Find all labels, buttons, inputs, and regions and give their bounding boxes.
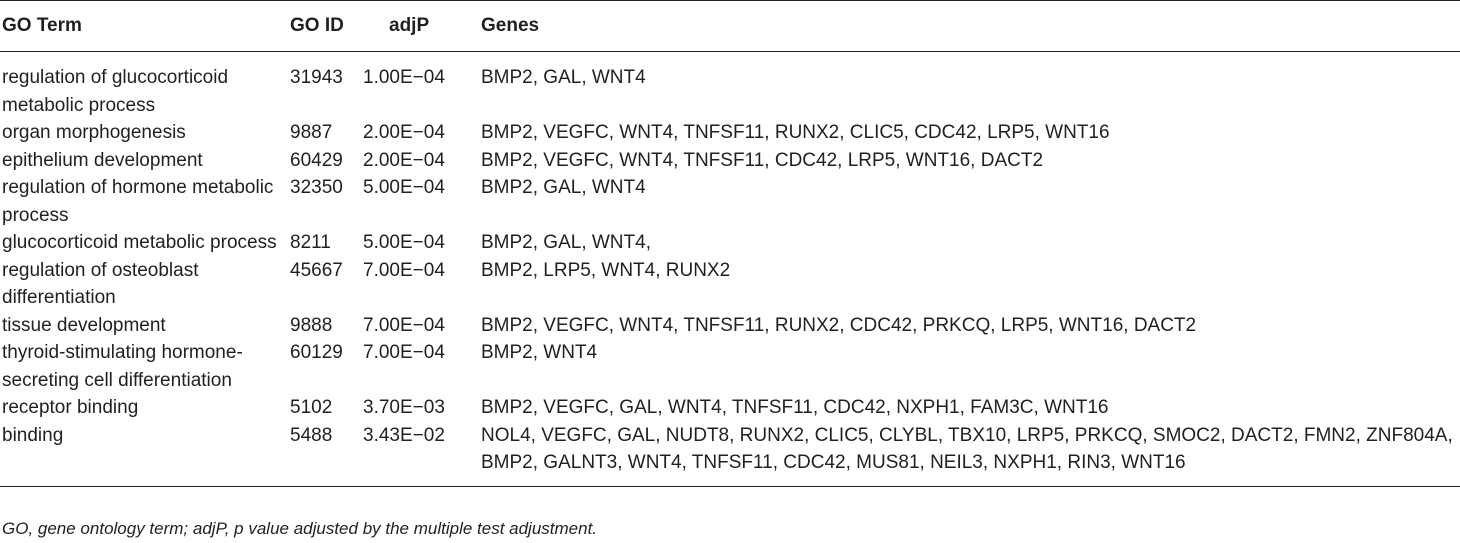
cell-genes: BMP2, LRP5, WNT4, RUNX2 (481, 259, 731, 281)
cell-go-id: 5488 (290, 424, 333, 446)
table-row: glucocorticoid metabolic process 8211 5.… (0, 229, 1460, 257)
table-row: thyroid-stimulating hormone-secreting ce… (0, 339, 1460, 394)
cell-genes: BMP2, VEGFC, WNT4, TNFSF11, RUNX2, CLIC5… (481, 122, 1110, 143)
cell-go-id: 60429 (290, 149, 343, 171)
cell-adjp: 7.00E−04 (363, 314, 445, 336)
table-row: tissue development 9888 7.00E−04 BMP2, V… (0, 312, 1460, 340)
cell-adjp: 5.00E−04 (363, 177, 445, 198)
table-row: epithelium development 60429 2.00E−04 BM… (0, 147, 1460, 175)
cell-go-term: binding (2, 424, 64, 446)
cell-adjp: 3.43E−02 (363, 424, 445, 446)
cell-genes: BMP2, VEGFC, WNT4, TNFSF11, RUNX2, CDC42… (481, 314, 1197, 336)
cell-adjp: 2.00E−04 (363, 149, 445, 171)
cell-go-term: receptor binding (2, 397, 139, 418)
cell-genes: BMP2, WNT4 (481, 342, 598, 363)
cell-adjp: 7.00E−04 (363, 259, 445, 281)
table-row: binding 5488 3.43E−02 NOL4, VEGFC, GAL, … (0, 422, 1460, 486)
cell-go-term: organ morphogenesis (2, 122, 186, 143)
go-enrichment-table-container: GO Term GO ID adjP Genes regulation of g… (0, 0, 1460, 486)
cell-go-id: 32350 (290, 177, 343, 198)
cell-go-term: regulation of glucocorticoid metabolic p… (2, 67, 229, 116)
cell-go-term: regulation of hormone metabolic process (2, 177, 274, 226)
header-genes: Genes (481, 0, 1460, 52)
cell-go-term: regulation of osteoblast differentiation (2, 259, 199, 309)
cell-go-term: thyroid-stimulating hormone-secreting ce… (2, 342, 243, 391)
cell-go-id: 5102 (290, 397, 333, 418)
table-header-row: GO Term GO ID adjP Genes (0, 0, 1460, 52)
cell-go-id: 9888 (290, 314, 333, 336)
cell-go-id: 45667 (290, 259, 343, 281)
cell-adjp: 1.00E−04 (363, 67, 445, 88)
cell-go-id: 8211 (290, 232, 331, 253)
cell-adjp: 3.70E−03 (363, 397, 445, 418)
table-row: receptor binding 5102 3.70E−03 BMP2, VEG… (0, 394, 1460, 422)
cell-genes: BMP2, GAL, WNT4 (481, 177, 646, 198)
go-enrichment-table: GO Term GO ID adjP Genes regulation of g… (0, 0, 1460, 486)
cell-go-term: epithelium development (2, 149, 203, 171)
cell-go-id: 31943 (290, 67, 343, 88)
cell-adjp: 5.00E−04 (363, 232, 445, 253)
cell-genes: BMP2, GAL, WNT4 (481, 67, 646, 88)
table-row: regulation of osteoblast differentiation… (0, 257, 1460, 312)
table-footnote: GO, gene ontology term; adjP, p value ad… (2, 519, 598, 538)
cell-adjp: 7.00E−04 (363, 342, 445, 363)
cell-genes: NOL4, VEGFC, GAL, NUDT8, RUNX2, CLIC5, C… (481, 424, 1453, 474)
cell-go-id: 60129 (290, 342, 343, 363)
cell-go-term: tissue development (2, 314, 166, 336)
header-go-id: GO ID (277, 0, 363, 52)
table-row: regulation of glucocorticoid metabolic p… (0, 52, 1460, 120)
header-go-term: GO Term (0, 0, 277, 52)
table-row: organ morphogenesis 9887 2.00E−04 BMP2, … (0, 119, 1460, 147)
cell-genes: BMP2, VEGFC, WNT4, TNFSF11, CDC42, LRP5,… (481, 149, 1044, 171)
table-row: regulation of hormone metabolic process … (0, 174, 1460, 229)
cell-go-id: 9887 (290, 122, 333, 143)
cell-genes: BMP2, GAL, WNT4, (481, 232, 651, 253)
header-adjp: adjP (363, 0, 481, 52)
cell-adjp: 2.00E−04 (363, 122, 445, 143)
cell-go-term: glucocorticoid metabolic process (2, 232, 277, 253)
cell-genes: BMP2, VEGFC, GAL, WNT4, TNFSF11, CDC42, … (481, 397, 1109, 418)
